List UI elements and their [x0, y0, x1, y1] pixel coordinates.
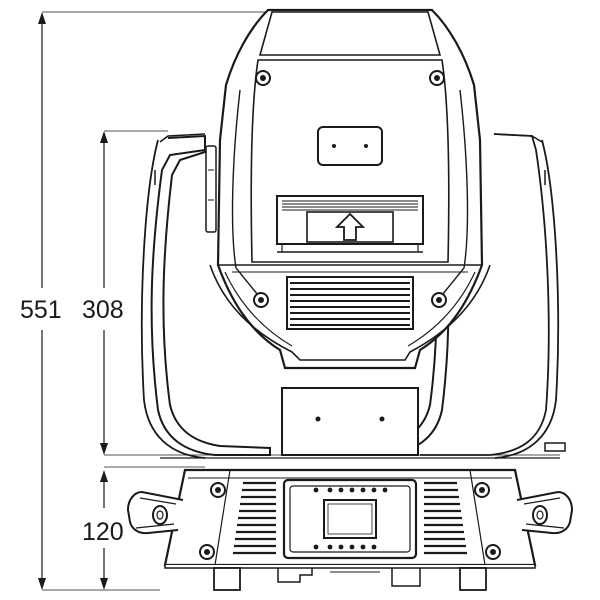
control-buttons-bottom [313, 544, 377, 550]
base-handle-left [126, 490, 184, 535]
screw-icon [474, 482, 490, 498]
screw-icon [485, 544, 501, 560]
screw-icon [199, 544, 215, 560]
total-height-label: 551 [20, 296, 62, 324]
base-handle-right [516, 490, 574, 535]
screw-icon [210, 482, 226, 498]
arrow-down-icon [38, 578, 46, 590]
arrow-down-icon [100, 578, 108, 590]
screw-icon [429, 70, 445, 86]
label-plate [317, 126, 383, 166]
dimension-total [38, 11, 272, 591]
screw-icon [255, 70, 271, 86]
screw-icon [253, 292, 269, 308]
base-vent-right [424, 481, 467, 555]
control-buttons-top [313, 487, 388, 493]
neck-block [281, 387, 419, 456]
yoke-left-arm [140, 133, 271, 459]
arrow-up-icon [334, 212, 366, 241]
screw-icon [431, 292, 447, 308]
base-vent-left [233, 481, 276, 555]
arrow-down-icon [100, 443, 108, 455]
head-height-label: 308 [82, 296, 124, 324]
arrow-up-icon [100, 131, 108, 143]
control-panel [282, 478, 418, 560]
dimension-base [100, 466, 205, 590]
arrow-up-icon [38, 12, 46, 24]
arrow-up-icon [100, 470, 108, 482]
vent-grille [286, 276, 414, 330]
base-height-label: 120 [82, 518, 124, 546]
moving-head-body [209, 8, 491, 370]
